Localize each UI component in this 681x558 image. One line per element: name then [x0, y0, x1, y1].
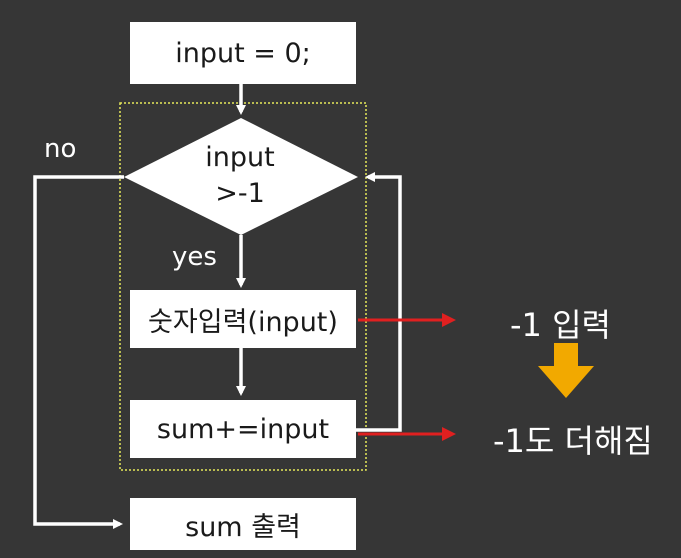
- condition-diamond: [124, 118, 358, 235]
- output-box: sum 출력: [130, 498, 356, 550]
- arrow-no: [33, 175, 124, 529]
- input-step-box: 숫자입력(input): [130, 290, 356, 348]
- arrow-loop-back: [356, 172, 402, 432]
- yes-label: yes: [172, 242, 217, 272]
- no-label: no: [44, 134, 77, 164]
- condition-line2: >-1: [215, 178, 265, 209]
- orange-down-arrow: [538, 343, 594, 398]
- init-box: input = 0;: [130, 22, 356, 84]
- sum-step-box: sum+=input: [130, 400, 356, 458]
- condition-line1: input: [205, 142, 275, 173]
- condition-text: input >-1: [160, 140, 320, 212]
- note-minus1-input: -1 입력: [510, 306, 611, 344]
- loop-region-border: [119, 102, 367, 471]
- note-minus1-added: -1도 더해짐: [493, 422, 653, 460]
